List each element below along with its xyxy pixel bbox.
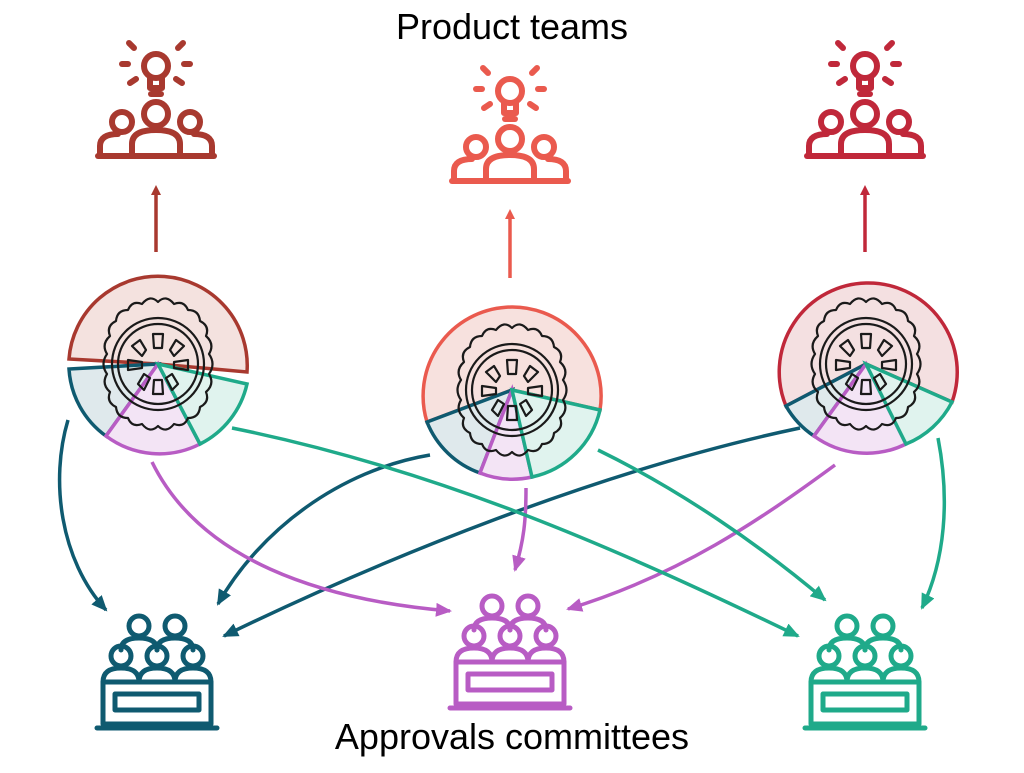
team-idea-icon [98, 43, 214, 156]
team-idea-icon [807, 43, 923, 156]
arrow-pie1-to-purple [150, 461, 452, 617]
pie-icon [421, 305, 603, 481]
arrow-pie3-to-navy [222, 426, 801, 638]
arrow-pie1-to-teal [231, 426, 800, 638]
arrow-pie1-to-navy [57, 419, 108, 612]
team-idea-icon [452, 68, 568, 181]
flow-arrows [57, 419, 947, 638]
arrow-pie2-to-navy [216, 453, 431, 606]
arrow-pie3-to-purple [566, 463, 837, 612]
team-arrows [151, 185, 870, 278]
arrow-pie2-to-teal [597, 448, 827, 602]
arrow-pie3-to-teal [920, 437, 947, 610]
approvals-committees-label: Approvals committees [334, 716, 690, 757]
arrow-pie2-to-purple [512, 487, 528, 572]
product-teams-label: Product teams [395, 6, 629, 47]
committee-icon [450, 596, 570, 708]
committee-icon [97, 616, 217, 728]
pie-icon [67, 274, 250, 456]
committee-icon [805, 616, 925, 728]
pie-icon [777, 281, 959, 455]
